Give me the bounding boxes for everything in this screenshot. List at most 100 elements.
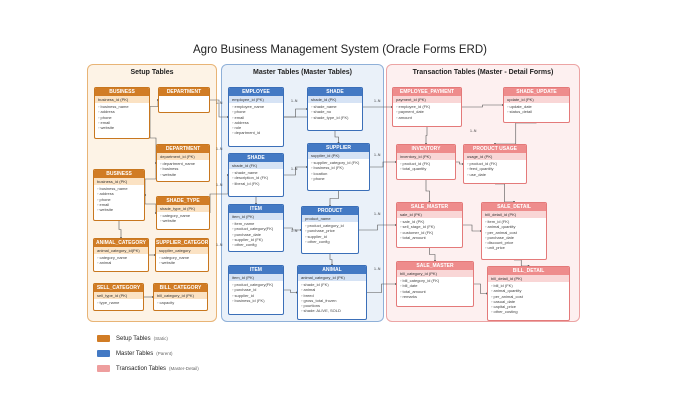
entity-field: ◦ supplier_category_id (FK)	[311, 160, 360, 165]
entity-field: ◦ product_category(FK)	[232, 282, 274, 287]
legend-item-setup: Setup Tables (Static)	[97, 334, 168, 343]
entity-name: PRODUCT	[302, 207, 358, 215]
entity-field: ◦ phone	[232, 109, 246, 115]
entity-field: ◦ use_date	[467, 171, 486, 177]
legend-note-transaction: (Master-Detail)	[169, 366, 199, 371]
entity-name: BILL_DETAIL	[488, 267, 569, 275]
entity-field: ◦ phone	[311, 175, 325, 181]
entity-field: ◦ product_category_id	[305, 223, 344, 228]
entity-name: BUSINESS	[95, 88, 149, 96]
entity-field: ◦ sale_id (PK)	[400, 219, 425, 224]
entity-primary-key: department_id (PK)	[157, 153, 209, 160]
entity-field: ◦ website	[160, 218, 177, 224]
entity-name: BUSINESS	[94, 170, 144, 178]
entity-primary-key: shade_id (PK)	[308, 96, 362, 103]
entity-field: ◦ phone	[97, 196, 111, 202]
entity-field: ◦ location	[311, 170, 328, 176]
entity-field: ◦ shade_name	[311, 104, 337, 109]
entity-name: SHADE	[308, 88, 362, 96]
entity-field: ◦ purchase_date	[485, 234, 514, 240]
entity-primary-key: employee_id (PK)	[229, 96, 283, 103]
entity-field: ◦ capacity	[157, 300, 175, 305]
entity-primary-key: sale_id (PK)	[397, 211, 462, 218]
entity-primary-key: usage_id (PK)	[464, 153, 526, 160]
entity-field: ◦ total_amount	[400, 288, 426, 294]
entity-field: ◦ business_name	[97, 186, 128, 191]
entity-field: ◦ breed	[301, 292, 314, 298]
entity-field: ◦ update_date	[507, 104, 532, 109]
entity-field: ◦ shade_no	[311, 109, 332, 115]
master-tables-title: Master Tables (Master Tables)	[253, 69, 352, 76]
legend-item-transaction: Transaction Tables (Master-Detail)	[97, 364, 199, 373]
entity-primary-key: bill_category_id (PK)	[154, 292, 207, 299]
entity-field: ◦ employee_name	[232, 104, 265, 109]
legend-swatch-master	[97, 350, 110, 357]
entity-field: ◦ product_id (FK)	[400, 161, 431, 166]
entity-field: ◦ address	[98, 109, 115, 115]
entity-primary-key: product_name	[302, 215, 358, 222]
entity-department1: DEPARTMENT	[158, 87, 210, 113]
entity-field: ◦ address	[232, 119, 249, 125]
entity-primary-key: inventory_id (PK)	[397, 153, 455, 160]
entity-field: ◦ business_name	[98, 104, 129, 109]
entity-field: ◦ discount_price	[485, 240, 514, 246]
entity-name: INVENTORY	[397, 145, 455, 153]
entity-primary-key: item_id (PK)	[229, 274, 283, 281]
entity-field: ◦ capital_price	[491, 304, 516, 310]
entity-field: ◦ gross_total_frozen	[301, 297, 337, 303]
entity-field: ◦ per_animal_cost	[491, 293, 523, 299]
entity-name: SHADE_TYPE	[157, 197, 209, 205]
entity-field: ◦ other_config	[305, 238, 330, 244]
entity-primary-key: animal_category_id (PK)	[298, 274, 366, 281]
diagram-title: Agro Business Management System (Oracle …	[193, 44, 487, 56]
entity-field: ◦ bill_date	[400, 283, 418, 289]
entity-name: SUPPLIER_CATEGORY	[156, 239, 208, 247]
entity-primary-key: shade_id (FK)	[229, 162, 283, 169]
entity-field: ◦ casual_date	[491, 298, 516, 304]
entity-field: ◦ website	[159, 260, 176, 266]
entity-field: ◦ address	[97, 191, 114, 197]
entity-field: ◦ unit_price	[485, 245, 505, 251]
entity-field: ◦ item_name	[232, 221, 255, 226]
entity-field: ◦ pourtions	[301, 303, 320, 309]
entity-field: ◦ supplier_id	[305, 233, 327, 239]
entity-field: ◦ product_category(FK)	[232, 226, 274, 232]
entity-name: SALE_MASTER	[397, 262, 473, 270]
entity-field: ◦ feed_quantity	[467, 166, 494, 172]
entity-field: ◦ per_animal_cost	[485, 229, 517, 235]
entity-field: ◦ business_id (FK)	[311, 165, 344, 171]
entity-name: PRODUCT USAGE	[464, 145, 526, 153]
entity-field: ◦ total_amount	[400, 234, 426, 240]
entity-name: ANIMAL_CATEGORY	[94, 239, 148, 247]
legend-note-setup: (Static)	[153, 336, 168, 341]
entity-field: ◦ purchase_price	[305, 228, 335, 234]
legend-swatch-setup	[97, 335, 110, 342]
entity-primary-key: shade_type_id (PK)	[157, 205, 209, 212]
entity-name: ANIMAL	[298, 266, 366, 274]
entity-primary-key: payment_id (PK)	[393, 96, 461, 103]
legend-label-master: Master Tables	[116, 350, 154, 357]
entity-primary-key: update_id (PK)	[504, 96, 569, 103]
entity-field: ◦ status_detail	[507, 109, 532, 115]
entity-name: SALE_MASTER	[397, 203, 462, 211]
entity-field: ◦ role	[232, 125, 242, 131]
entity-field: ◦ business	[160, 166, 179, 172]
entity-primary-key: bill_category_id (PK)	[397, 270, 473, 277]
legend-label-transaction: Transaction Tables	[116, 365, 167, 372]
entity-primary-key: business_id (PK)	[94, 178, 144, 185]
entity-field: ◦ purchase_date	[232, 231, 261, 237]
entity-field: ◦ animal	[97, 260, 112, 266]
legend-item-master: Master Tables (Parent)	[97, 349, 173, 358]
